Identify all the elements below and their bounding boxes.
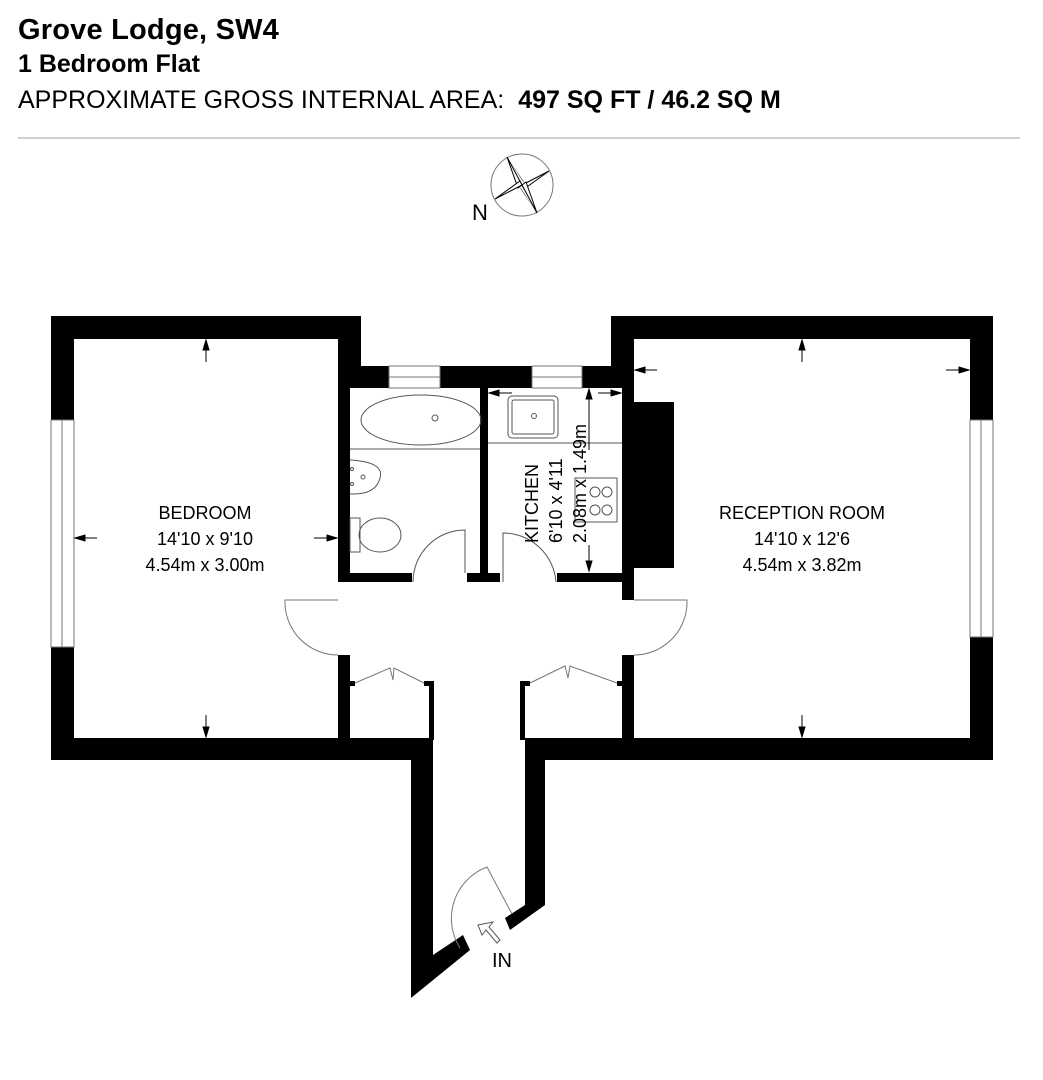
room-metric: 2.08m x 1.49m bbox=[570, 423, 590, 543]
room-imperial: 6'10 x 4'11 bbox=[546, 458, 566, 543]
room-kitchen: KITCHEN 6'10 x 4'11 2.08m x 1.49m bbox=[520, 424, 592, 543]
property-title: Grove Lodge, SW4 bbox=[18, 14, 280, 46]
property-subtitle: 1 Bedroom Flat bbox=[18, 50, 200, 78]
compass-north-label: N bbox=[472, 200, 488, 225]
hob-icon bbox=[574, 477, 618, 523]
room-name: RECEPTION ROOM bbox=[718, 503, 885, 523]
area-label: APPROXIMATE GROSS INTERNAL AREA: bbox=[18, 86, 505, 114]
kitchen-fixtures bbox=[488, 395, 622, 583]
room-reception: RECEPTION ROOM 14'10 x 12'6 4.54m x 3.82… bbox=[672, 500, 932, 578]
entrance-arrow-icon bbox=[477, 921, 501, 944]
bathroom-fixtures bbox=[349, 394, 482, 583]
bath-icon bbox=[360, 394, 482, 446]
area-line: APPROXIMATE GROSS INTERNAL AREA: 497 SQ F… bbox=[18, 82, 781, 118]
doors bbox=[284, 599, 688, 949]
kitchen-sink-icon bbox=[507, 395, 559, 439]
header: Grove Lodge, SW4 1 Bedroom Flat APPROXIM… bbox=[18, 12, 781, 118]
compass-rose-icon bbox=[490, 153, 554, 217]
room-name: BEDROOM bbox=[158, 503, 252, 523]
area-value: 497 SQ FT / 46.2 SQ M bbox=[518, 86, 781, 114]
header-divider bbox=[18, 137, 1020, 139]
windows bbox=[50, 365, 994, 648]
room-imperial: 14'10 x 9'10 bbox=[157, 529, 253, 549]
walls bbox=[51, 316, 993, 998]
room-metric: 4.54m x 3.82m bbox=[742, 555, 862, 575]
toilet-icon bbox=[358, 517, 402, 553]
room-name: KITCHEN bbox=[522, 463, 542, 543]
sink-icon bbox=[349, 459, 382, 495]
room-bedroom: BEDROOM 14'10 x 9'10 4.54m x 3.00m bbox=[105, 500, 305, 578]
entrance-label: IN bbox=[492, 950, 512, 972]
room-metric: 4.54m x 3.00m bbox=[145, 555, 265, 575]
room-imperial: 14'10 x 12'6 bbox=[754, 529, 850, 549]
dimension-arrows bbox=[73, 338, 971, 739]
